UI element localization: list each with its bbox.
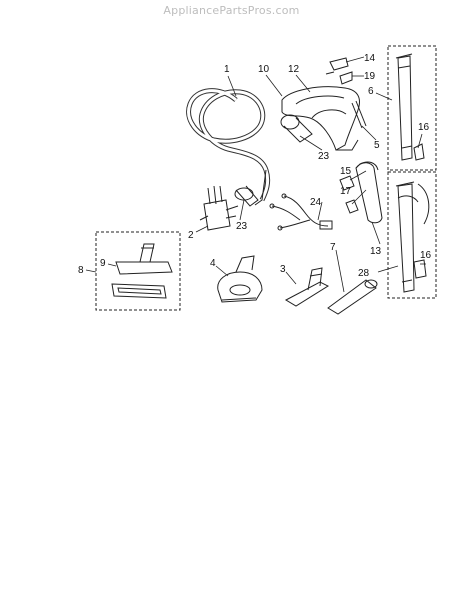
clip-part <box>339 175 355 191</box>
nozzle-box <box>95 231 181 311</box>
hose-cuff-part <box>234 185 259 207</box>
wand-box-lower <box>387 171 437 299</box>
callout-19: 19 <box>364 71 376 82</box>
wand-part <box>355 161 383 224</box>
callout-16b: 16 <box>420 250 432 261</box>
wiring-harness-part <box>269 193 333 231</box>
leader-lines <box>85 56 426 293</box>
callout-24: 24 <box>310 197 322 208</box>
callout-labels: 1 10 12 14 19 6 5 23 15 17 24 23 2 7 13 … <box>78 53 432 279</box>
floor-tool-part <box>284 267 330 307</box>
callout-23a: 23 <box>318 151 330 162</box>
watermark: AppliancePartsPros.com <box>163 4 300 17</box>
callout-10: 10 <box>258 64 270 75</box>
callout-13: 13 <box>370 246 382 257</box>
callout-7: 7 <box>330 242 336 253</box>
upper-wand-part <box>395 53 425 161</box>
callout-5: 5 <box>374 140 380 151</box>
upholstery-tool-part <box>115 243 173 275</box>
callout-28: 28 <box>358 268 370 279</box>
callout-8: 8 <box>78 265 84 276</box>
callout-17: 17 <box>340 186 352 197</box>
lower-wand-part <box>395 181 430 293</box>
callout-14: 14 <box>364 53 376 64</box>
callout-1: 1 <box>224 64 230 75</box>
brush-pad-part <box>111 283 167 299</box>
handle-part <box>280 86 360 151</box>
crevice-tool-part <box>327 279 378 315</box>
wand-box-upper <box>387 45 437 171</box>
callout-23b: 23 <box>236 221 248 232</box>
callout-16a: 16 <box>418 122 430 133</box>
callout-6: 6 <box>368 86 374 97</box>
turbo-brush-part <box>217 255 263 303</box>
small-part-17 <box>345 199 359 214</box>
swivel-part <box>199 185 239 231</box>
latch-parts <box>325 57 367 129</box>
callout-12: 12 <box>288 64 300 75</box>
callout-3: 3 <box>280 264 286 275</box>
callout-15: 15 <box>340 166 352 177</box>
callout-4: 4 <box>210 258 216 269</box>
hose-part <box>186 88 271 206</box>
callout-2: 2 <box>188 230 194 241</box>
callout-9: 9 <box>100 258 106 269</box>
